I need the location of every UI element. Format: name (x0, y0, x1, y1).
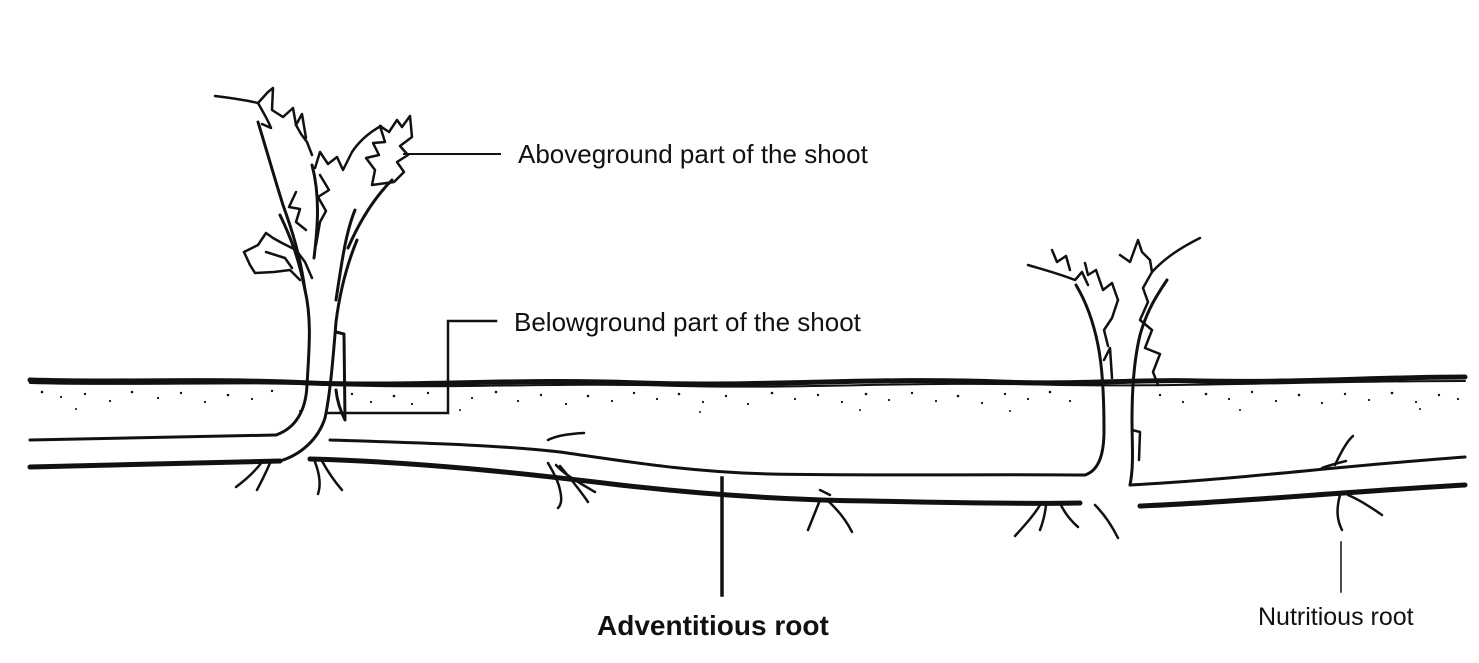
adventitious-root-label: Adventitious root (597, 610, 829, 641)
left-plant-leaves (213, 86, 414, 282)
nutritious-root-label: Nutritious root (1258, 603, 1414, 631)
soil-speckles (40, 389, 1460, 413)
belowground-shoot-label: Belowground part of the shoot (514, 307, 861, 337)
leader-lines (324, 153, 1342, 597)
horizontal-root (27, 433, 1468, 509)
leader-belowground (324, 319, 498, 415)
fibrous-roots (234, 431, 1384, 540)
right-plant (1026, 236, 1202, 487)
aboveground-shoot-label: Aboveground part of the shoot (518, 139, 868, 169)
left-plant-stem (256, 120, 394, 463)
soil-surface (27, 374, 1468, 388)
